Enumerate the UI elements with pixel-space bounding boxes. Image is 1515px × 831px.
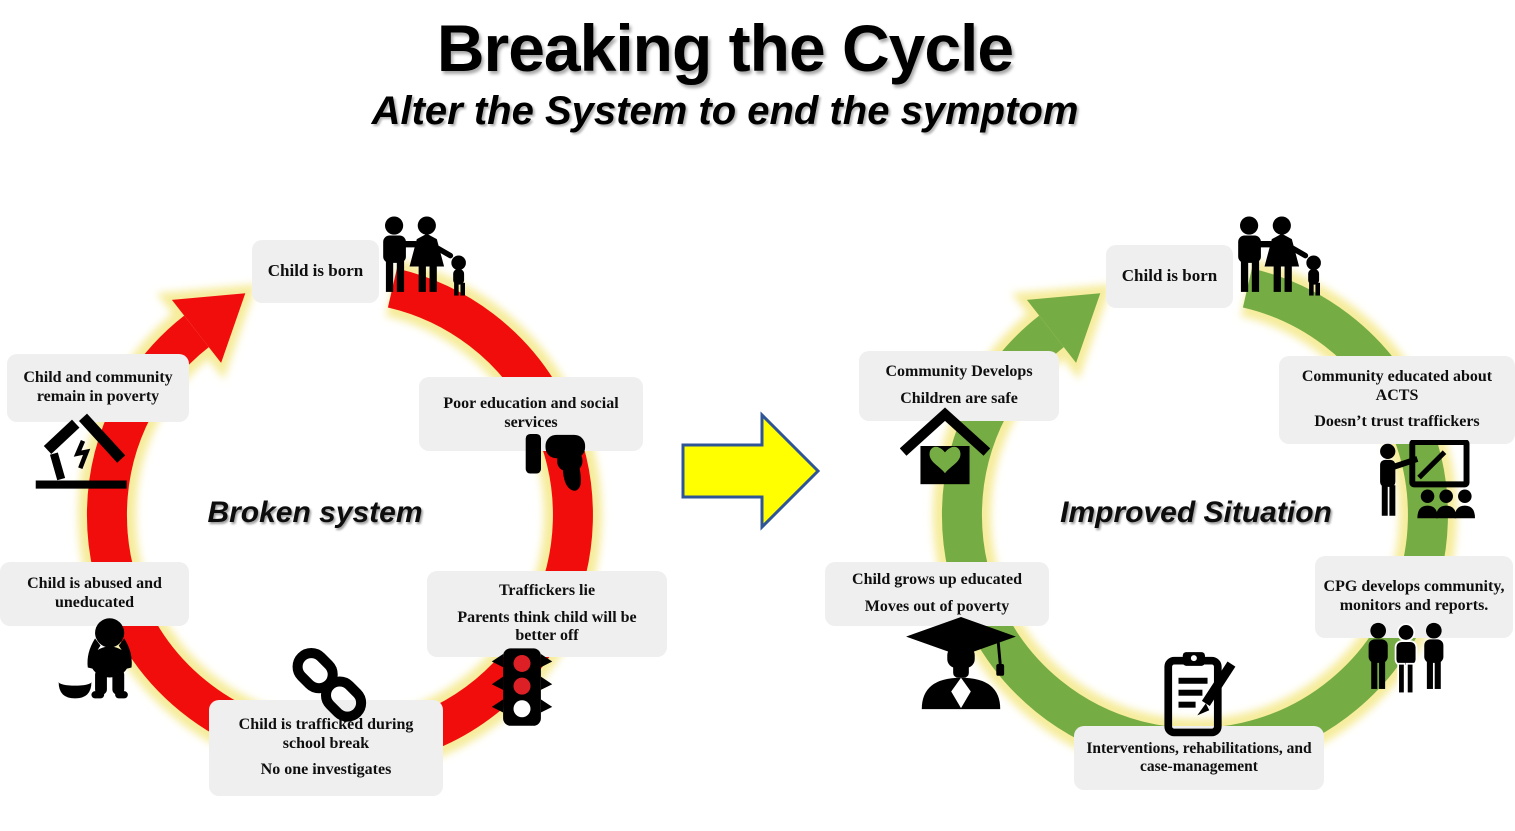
page-subtitle: Alter the System to end the symptom — [371, 89, 1079, 134]
house-heart-icon — [900, 407, 990, 485]
presenter-icon — [1380, 440, 1475, 519]
step-text: Child is born — [1121, 266, 1218, 286]
hungry-child-icon — [58, 618, 132, 699]
chain-icon — [292, 648, 367, 722]
step-remain-in-poverty-label: Child and community remain in poverty — [7, 354, 189, 422]
step-text: Child grows up educated — [852, 571, 1022, 589]
three-people-icon — [1368, 622, 1444, 695]
step-child-trafficked-label: Child is trafficked during school break … — [209, 700, 443, 796]
transition-arrow-icon — [681, 411, 821, 531]
traffic-light-icon — [491, 648, 553, 726]
title-block: Breaking the Cycle Alter the System to e… — [0, 11, 1450, 134]
thumbs-down-icon — [525, 433, 586, 491]
step-text: Community Develops — [885, 363, 1033, 381]
page-title: Breaking the Cycle — [436, 11, 1014, 85]
step-child-is-born-2-label: Child is born — [1106, 245, 1233, 308]
broken-house-icon — [35, 413, 127, 489]
step-text: Community educated about ACTS — [1301, 367, 1493, 404]
clipboard-icon — [1164, 652, 1236, 737]
step-text: Moves out of poverty — [864, 598, 1010, 615]
step-text: Children are safe — [900, 390, 1018, 407]
step-text: Child is abused and uneducated — [27, 575, 162, 611]
broken-system-label: Broken system — [207, 496, 423, 529]
step-child-grows-up-label: Child grows up educated Moves out of pov… — [825, 562, 1049, 626]
step-text: No one investigates — [260, 761, 392, 779]
step-community-educated-label: Community educated about ACTS Doesn’t tr… — [1279, 356, 1515, 444]
family-icon — [1238, 216, 1321, 296]
step-text: CPG develops community, monitors and rep… — [1323, 578, 1505, 614]
step-text: Child and community remain in poverty — [23, 369, 173, 405]
step-text: Parents think child will be better off — [457, 608, 637, 645]
step-traffickers-lie-label: Traffickers lie Parents think child will… — [427, 571, 667, 657]
step-interventions-label: Interventions, rehabilitations, and case… — [1074, 726, 1324, 790]
step-community-develops-label: Community Develops Children are safe — [859, 351, 1059, 421]
step-text: Child is born — [267, 261, 364, 281]
graduate-icon — [906, 616, 1016, 710]
step-text: Doesn’t trust traffickers — [1314, 413, 1480, 431]
step-text: Traffickers lie — [498, 581, 596, 599]
step-child-abused-label: Child is abused and uneducated — [0, 562, 189, 626]
family-icon — [383, 216, 466, 296]
improved-cycle-arrowhead-icon — [1026, 293, 1101, 363]
step-text: Child is trafficked during school break — [238, 715, 414, 752]
heart-icon — [929, 446, 961, 474]
step-text: Poor education and social services — [443, 395, 619, 431]
step-child-is-born-label: Child is born — [252, 240, 379, 303]
step-cpg-develops-label: CPG develops community, monitors and rep… — [1315, 556, 1513, 638]
improved-situation-label: Improved Situation — [1060, 496, 1332, 529]
broken-cycle-arrowhead-icon — [171, 293, 246, 363]
step-text: Interventions, rehabilitations, and case… — [1086, 739, 1312, 775]
